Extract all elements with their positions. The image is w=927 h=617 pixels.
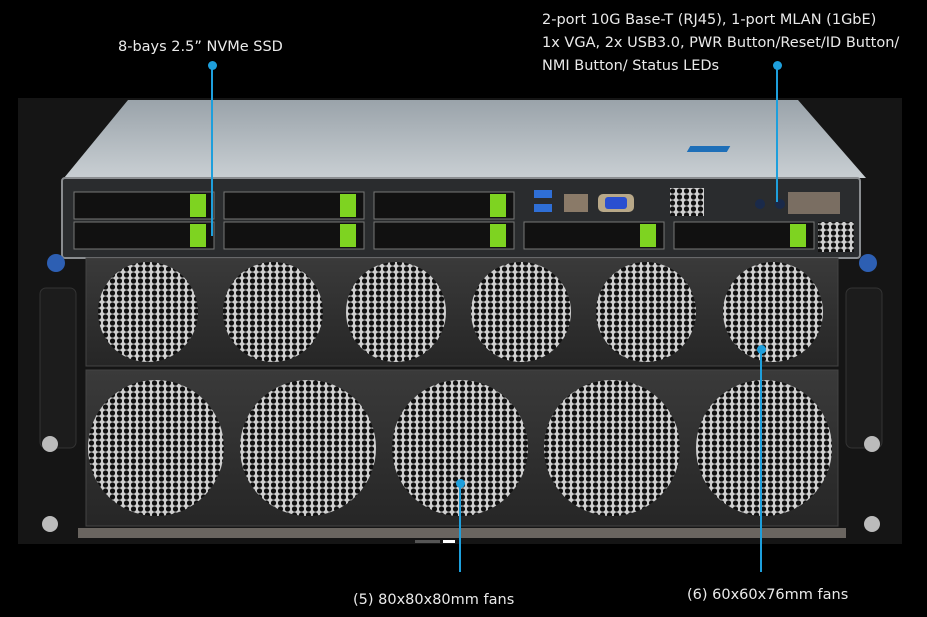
callout-io-label-line2: 1x VGA, 2x USB3.0, PWR Button/Reset/ID B…	[542, 35, 900, 51]
callout-fans80-label: (5) 80x80x80mm fans	[353, 592, 515, 608]
drive-bays	[73, 191, 815, 250]
io-ports	[534, 188, 854, 252]
callout-ssd-dot	[208, 61, 217, 70]
callout-fans60-label: (6) 60x60x76mm fans	[687, 587, 849, 603]
callout-fans60-dot	[757, 345, 766, 354]
callout-io-line	[776, 66, 778, 202]
callout-ssd-line	[211, 66, 213, 236]
callout-io-label-line1: 2-port 10G Base-T (RJ45), 1-port MLAN (1…	[542, 12, 877, 28]
fan-module-60mm	[85, 257, 839, 367]
callout-io-dot	[773, 61, 782, 70]
callout-fans80-dot	[456, 479, 465, 488]
chassis-lid	[64, 100, 866, 178]
carousel-indicator-1[interactable]	[415, 540, 440, 543]
carousel-indicator-2-active[interactable]	[443, 540, 455, 543]
callout-ssd-label: 8-bays 2.5” NVMe SSD	[118, 39, 283, 55]
callout-fans60-line	[760, 350, 762, 572]
fans-60mm	[98, 262, 823, 362]
callout-io-label-line3: NMI Button/ Status LEDs	[542, 58, 720, 74]
server-front-photo	[18, 98, 902, 544]
fans-80mm	[88, 380, 832, 516]
callout-fans80-line	[459, 484, 461, 572]
